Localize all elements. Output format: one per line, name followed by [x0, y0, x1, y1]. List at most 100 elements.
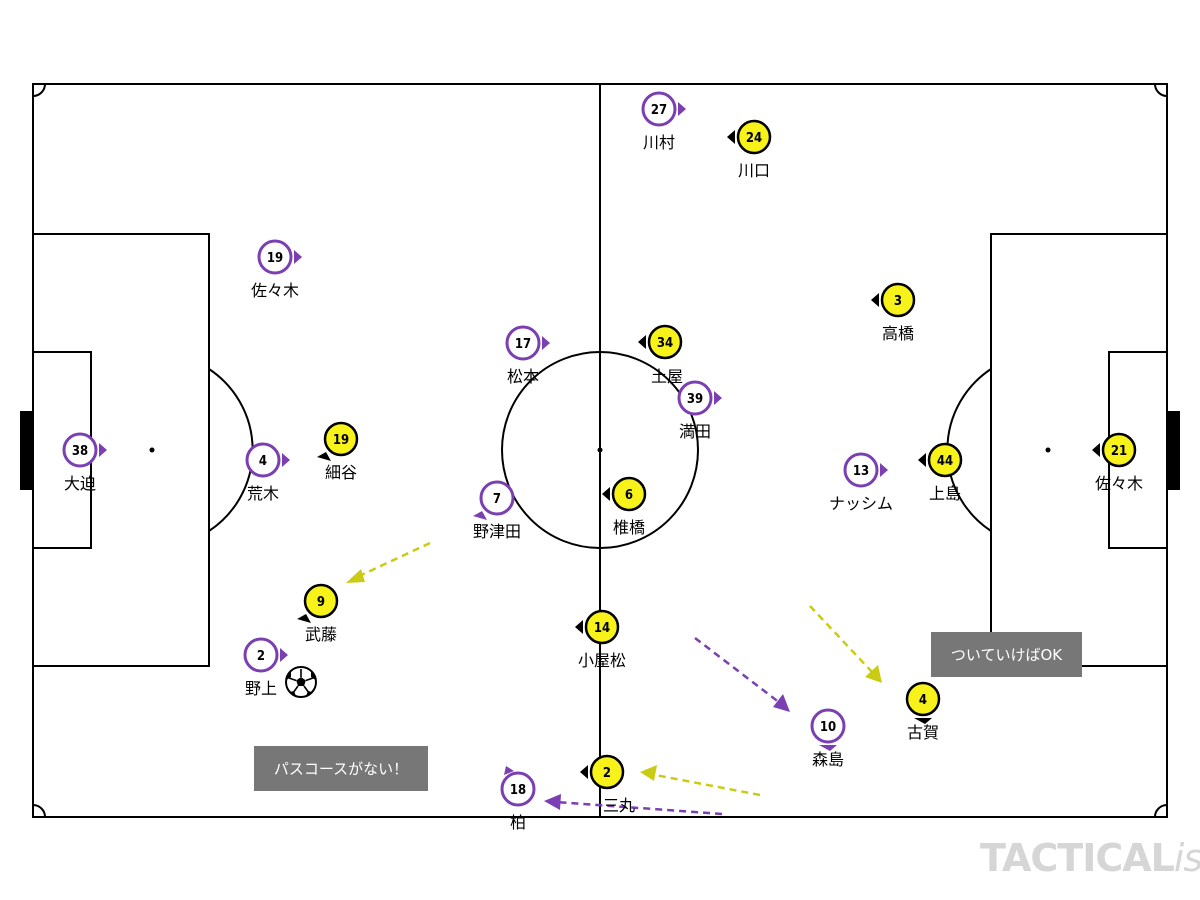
player-name: 荒木	[247, 484, 279, 503]
player-marker	[641, 91, 677, 127]
player-marker	[584, 609, 620, 645]
player-marker	[927, 442, 963, 478]
player-number: 7	[493, 492, 501, 507]
player-number: 4	[919, 693, 927, 708]
player-name: 野津田	[473, 522, 521, 541]
left-goal	[20, 411, 33, 490]
player-direction-marker	[714, 391, 722, 405]
player-name: 古賀	[907, 723, 939, 742]
player-marker	[479, 480, 515, 516]
player-marker	[323, 421, 359, 457]
player-direction-marker	[294, 250, 302, 264]
player-direction-marker	[914, 718, 932, 724]
player-name: 大迫	[64, 474, 96, 493]
player-marker	[245, 442, 281, 478]
corner-arc-bottom-left	[32, 804, 46, 818]
movement-arrows	[354, 541, 874, 816]
player-direction-marker	[678, 102, 686, 116]
player-number: 39	[687, 392, 703, 407]
player-purple-13: 13 ナッシム	[829, 452, 893, 513]
player-purple-18: 18 柏	[500, 766, 536, 832]
arrow-head-purple-1	[773, 694, 790, 712]
player-number: 4	[259, 454, 267, 469]
player-direction-marker	[542, 336, 550, 350]
player-yellow-4: 4 古賀	[905, 681, 941, 742]
player-marker	[243, 637, 279, 673]
player-name: 細谷	[325, 463, 357, 482]
center-spot	[597, 447, 603, 453]
player-name: 柏	[510, 813, 526, 832]
player-marker	[303, 583, 339, 619]
player-number: 6	[625, 488, 633, 503]
player-marker	[736, 119, 772, 155]
player-name: 川口	[738, 161, 770, 180]
player-purple-7: 7 野津田	[473, 480, 521, 541]
player-purple-4: 4 荒木	[245, 442, 290, 503]
player-yellow-3: 3 高橋	[871, 282, 916, 343]
player-direction-marker	[880, 463, 888, 477]
arrow-yellow-to-muto	[354, 541, 431, 580]
note-no-pass-route: パスコースがない！	[254, 746, 428, 791]
left-penalty-arc	[208, 368, 254, 532]
player-number: 3	[894, 294, 902, 309]
corner-arc-bottom-right	[1154, 804, 1168, 818]
brand-logo: TACTICALista	[980, 836, 1200, 886]
player-number: 9	[317, 595, 325, 610]
player-name: 三丸	[603, 796, 635, 815]
arrow-head-purple-2	[544, 794, 561, 810]
arrow-head-yellow-3	[640, 765, 657, 781]
player-number: 38	[72, 444, 88, 459]
player-marker	[843, 452, 879, 488]
player-direction-marker	[602, 487, 610, 501]
player-name: 松本	[507, 367, 539, 386]
player-marker	[810, 708, 846, 744]
player-purple-2: 2野上	[243, 637, 288, 698]
corner-arc-top-left	[32, 83, 46, 97]
player-name: 佐々木	[251, 281, 299, 300]
player-marker	[589, 754, 625, 790]
player-yellow-6: 6椎橋	[602, 476, 647, 537]
soccer-ball	[285, 666, 317, 698]
player-marker	[500, 771, 536, 807]
player-marker	[257, 239, 293, 275]
player-marker	[880, 282, 916, 318]
corner-arc-top-right	[1154, 83, 1168, 97]
player-name: 高橋	[882, 324, 914, 343]
arrow-head-yellow-2	[865, 665, 882, 683]
player-number: 2	[257, 649, 265, 664]
player-number: 13	[853, 464, 869, 479]
player-marker	[1101, 432, 1137, 468]
player-direction-marker	[638, 335, 646, 349]
player-direction-marker	[317, 452, 331, 461]
player-direction-marker	[280, 648, 288, 662]
player-name: 土屋	[651, 367, 683, 386]
player-direction-marker	[99, 443, 107, 457]
player-yellow-2: 2 三丸	[580, 754, 635, 815]
player-number: 21	[1111, 444, 1127, 459]
player-direction-marker	[297, 614, 311, 623]
player-number: 34	[657, 336, 673, 351]
player-direction-marker	[504, 766, 514, 775]
player-number: 2	[603, 766, 611, 781]
player-number: 18	[510, 783, 526, 798]
arrow-purple-to-kashiwa	[555, 800, 723, 816]
left-penalty-area	[32, 233, 210, 667]
player-direction-marker	[575, 620, 583, 634]
player-direction-marker	[918, 453, 926, 467]
center-circle	[501, 351, 699, 549]
player-direction-marker	[819, 745, 837, 751]
player-name: ナッシム	[829, 494, 893, 513]
players: 38大迫4荒木19佐々木17松本7野津田27川村39満田2野上18柏10森島13…	[62, 91, 1143, 832]
arrow-head-yellow-1	[346, 569, 365, 583]
player-number: 27	[651, 103, 667, 118]
player-direction-marker	[1092, 443, 1100, 457]
